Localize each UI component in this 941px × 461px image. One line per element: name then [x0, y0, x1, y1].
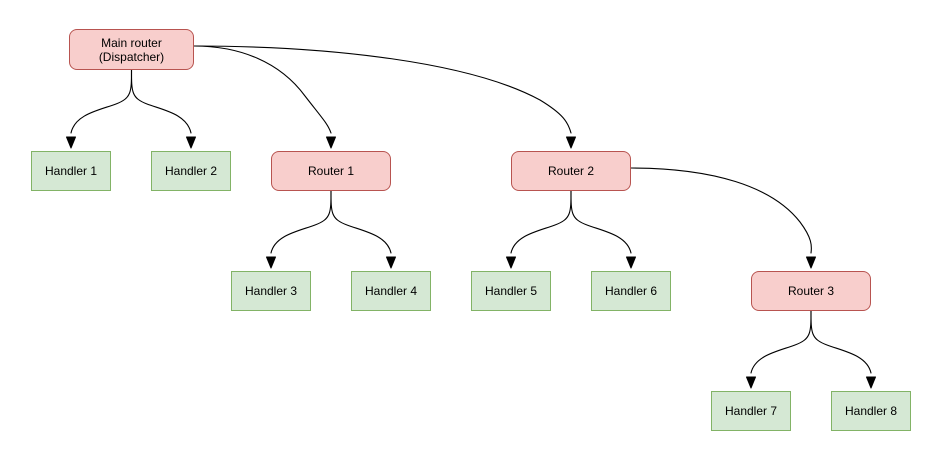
arrow-head-icon — [386, 256, 396, 269]
node-label: Handler 6 — [604, 284, 658, 298]
node-router-3[interactable]: Router 3 — [751, 271, 871, 311]
arrow-head-icon — [806, 256, 816, 269]
node-handler-5[interactable]: Handler 5 — [471, 271, 551, 311]
node-label: Handler 4 — [364, 284, 418, 298]
edge-line — [750, 310, 812, 374]
node-label: Handler 8 — [844, 404, 898, 418]
arrow-head-icon — [266, 256, 276, 269]
node-label: Router 2 — [547, 164, 595, 178]
edge-line — [70, 69, 133, 134]
edge-main-to-handler-1 — [66, 69, 133, 149]
node-label: Router 3 — [787, 284, 835, 298]
edge-line — [510, 190, 572, 254]
node-handler-7[interactable]: Handler 7 — [711, 391, 791, 431]
edge-router-2-to-handler-6 — [570, 190, 636, 269]
node-handler-2[interactable]: Handler 2 — [151, 151, 231, 191]
arrow-head-icon — [626, 256, 636, 269]
node-handler-8[interactable]: Handler 8 — [831, 391, 911, 431]
node-label: Handler 3 — [244, 284, 298, 298]
edge-main-to-router-2 — [193, 45, 576, 149]
node-label: Router 1 — [307, 164, 355, 178]
node-label: Handler 2 — [164, 164, 218, 178]
edge-router-2-to-handler-5 — [506, 190, 572, 269]
node-label: Main router (Dispatcher) — [98, 35, 165, 64]
edge-router-1-to-handler-4 — [330, 190, 396, 269]
arrow-head-icon — [326, 136, 336, 149]
node-label: Handler 5 — [484, 284, 538, 298]
edge-line — [330, 190, 392, 254]
arrow-head-icon — [66, 136, 76, 149]
edge-line — [270, 190, 332, 254]
node-label: Handler 7 — [724, 404, 778, 418]
edge-line — [570, 190, 632, 254]
edge-line — [193, 45, 332, 134]
edge-router-3-to-handler-7 — [746, 310, 812, 389]
node-handler-1[interactable]: Handler 1 — [31, 151, 111, 191]
edge-line — [630, 167, 812, 254]
node-handler-4[interactable]: Handler 4 — [351, 271, 431, 311]
edge-line — [130, 69, 192, 134]
edge-router-2-to-router-3 — [630, 167, 816, 269]
arrow-head-icon — [746, 376, 756, 389]
edge-main-to-handler-2 — [130, 69, 196, 149]
arrow-head-icon — [566, 136, 576, 149]
edge-router-3-to-handler-8 — [810, 310, 876, 389]
edge-line — [193, 45, 572, 134]
edge-line — [810, 310, 872, 374]
edge-main-to-router-1 — [193, 45, 336, 149]
node-main-router[interactable]: Main router (Dispatcher) — [69, 29, 194, 70]
node-handler-3[interactable]: Handler 3 — [231, 271, 311, 311]
node-label: Handler 1 — [44, 164, 98, 178]
node-router-1[interactable]: Router 1 — [271, 151, 391, 191]
edge-router-1-to-handler-3 — [266, 190, 332, 269]
node-handler-6[interactable]: Handler 6 — [591, 271, 671, 311]
node-router-2[interactable]: Router 2 — [511, 151, 631, 191]
arrow-head-icon — [866, 376, 876, 389]
arrow-head-icon — [506, 256, 516, 269]
arrow-head-icon — [186, 136, 196, 149]
